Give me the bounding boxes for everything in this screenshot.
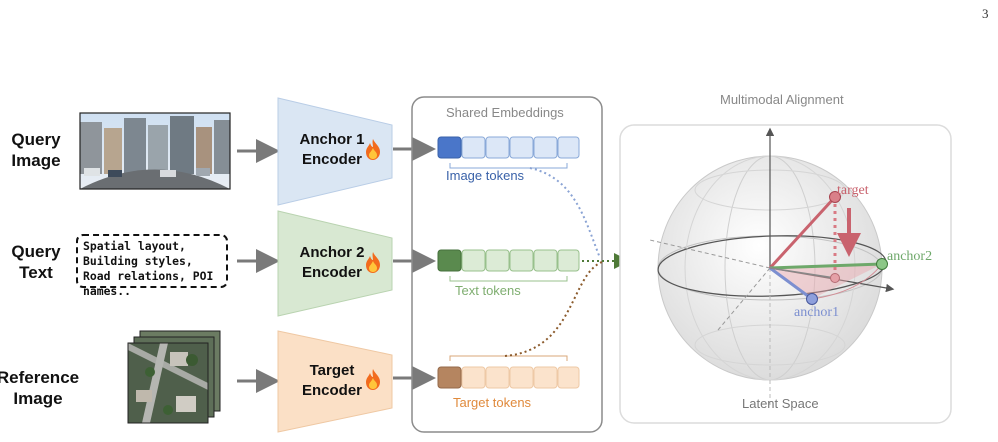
target-label: target xyxy=(837,183,869,198)
projected-point xyxy=(830,273,840,283)
fire-icon xyxy=(366,139,380,160)
target-token-row xyxy=(437,355,580,389)
anchor2-point xyxy=(876,258,888,270)
projection-vector xyxy=(769,267,836,279)
target-vector xyxy=(768,195,837,270)
image-tokens-label: Image tokens xyxy=(446,168,525,183)
image-token-connector xyxy=(529,167,601,259)
reference-image-stack xyxy=(127,330,221,424)
query-text-label: Query Text xyxy=(11,242,61,282)
shared-embeddings-title: Shared Embeddings xyxy=(446,105,564,120)
query-image-label: Query Image xyxy=(11,130,61,170)
anchor1-encoder-label: Anchor 1 Encoder xyxy=(299,131,365,168)
fire-icon xyxy=(366,252,380,273)
anchor2-label: anchor2 xyxy=(887,249,932,264)
query-image xyxy=(79,112,231,190)
target-encoder-label: Target Encoder xyxy=(301,362,362,399)
anchor1-label: anchor1 xyxy=(794,305,839,320)
anchor2-encoder xyxy=(277,210,393,317)
target-tokens-label: Target tokens xyxy=(453,395,532,410)
alignment-title: Multimodal Alignment xyxy=(720,92,844,107)
target-point xyxy=(829,191,841,203)
target-encoder xyxy=(277,330,393,433)
query-text-box: Spatial layout, Building styles, Road re… xyxy=(76,234,228,298)
shared-embeddings-panel xyxy=(411,96,603,433)
anchor2-vector xyxy=(769,262,883,270)
image-token-row xyxy=(437,136,580,169)
anchor2-encoder-label: Anchor 2 Encoder xyxy=(299,244,365,281)
anchor1-vector xyxy=(769,266,813,301)
latent-space-label: Latent Space xyxy=(742,396,819,411)
text-token-row xyxy=(437,249,580,282)
anchor1-encoder xyxy=(277,97,393,206)
reference-image-label: Reference Image xyxy=(0,368,80,408)
anchor1-point xyxy=(806,293,818,305)
target-token-connector xyxy=(504,261,603,357)
text-tokens-label: Text tokens xyxy=(455,283,521,298)
anchor-arc xyxy=(811,263,883,300)
fire-icon xyxy=(366,369,380,390)
page-number: 3 xyxy=(982,6,989,21)
